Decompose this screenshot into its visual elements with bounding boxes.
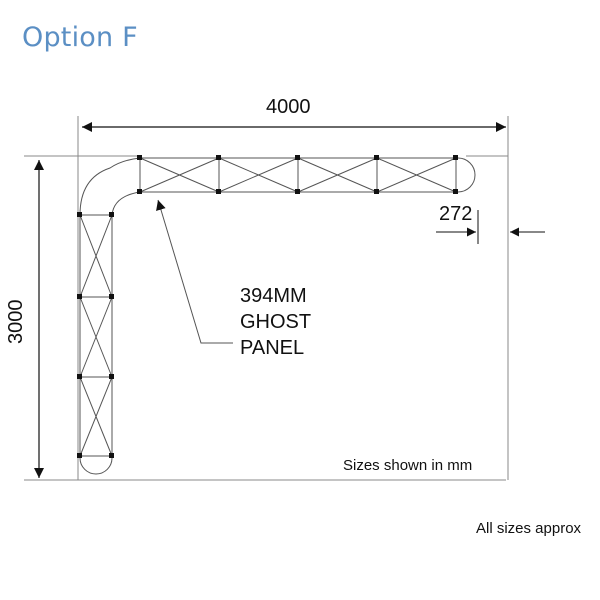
units-note: Sizes shown in mm — [343, 457, 472, 474]
top-frame — [139, 157, 476, 193]
approx-note: All sizes approx — [476, 520, 582, 537]
floor-boundary — [24, 116, 509, 481]
ghost-panel-label-line2: GHOST — [240, 311, 311, 333]
ghost-panel-label-line1: 394MM — [240, 285, 307, 307]
frame-joints — [77, 155, 458, 458]
height-dimension-label: 3000 — [5, 300, 27, 345]
curve-offset-label: 272 — [439, 203, 472, 225]
ghost-panel-curve — [79, 157, 141, 216]
left-frame — [79, 214, 113, 475]
curve-offset-dimension — [436, 210, 545, 244]
ghost-panel-label-line3: PANEL — [240, 337, 304, 359]
ghost-panel-leader — [156, 199, 233, 344]
width-dimension-label: 4000 — [266, 96, 311, 118]
page-title: Option F — [22, 22, 138, 53]
